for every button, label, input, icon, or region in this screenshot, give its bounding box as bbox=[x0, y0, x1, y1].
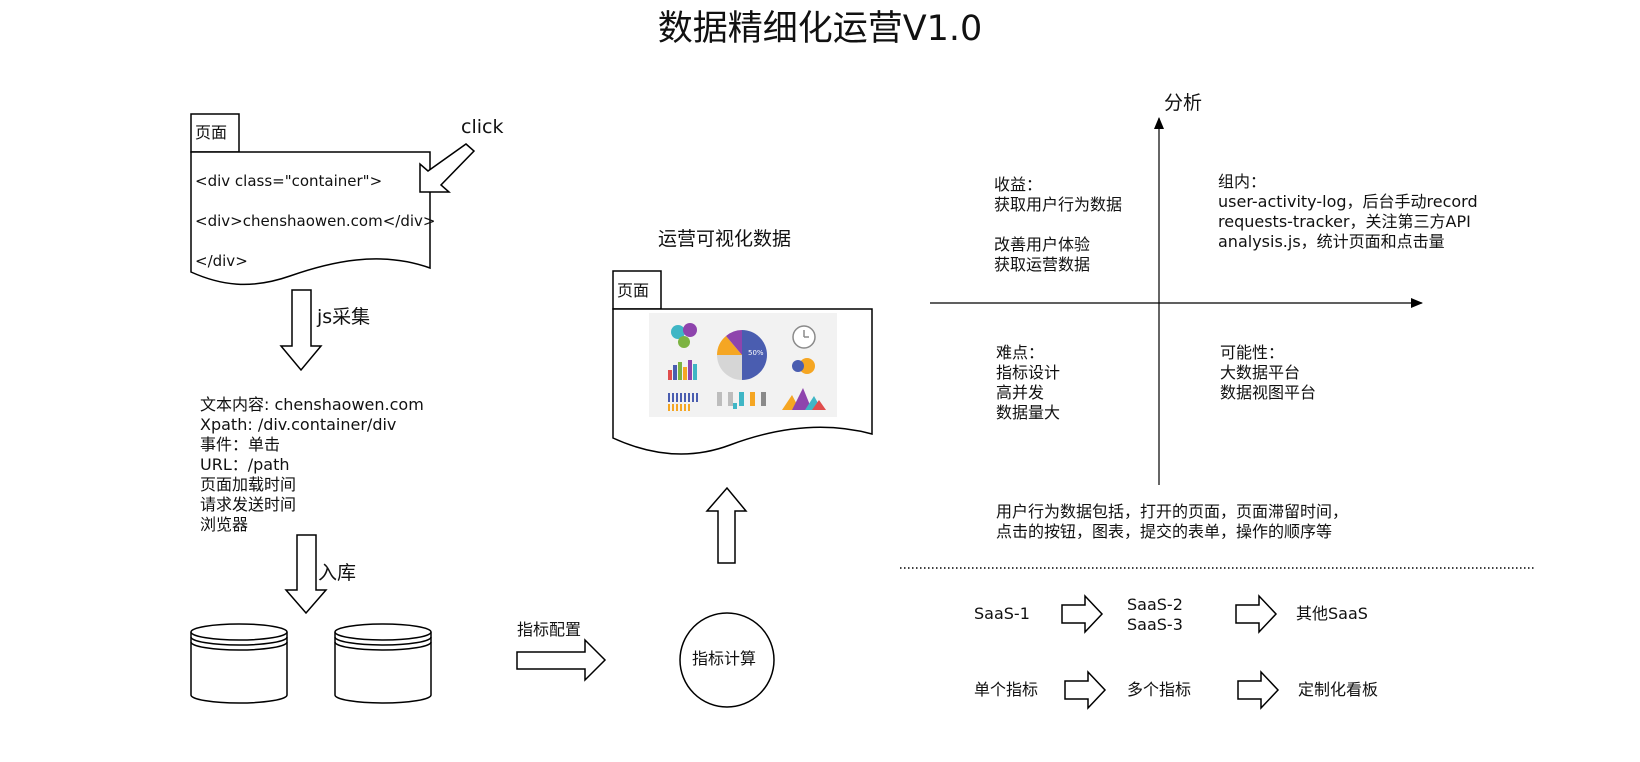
metric-calc-circle bbox=[679, 612, 775, 708]
quadrant-line: 大数据平台 bbox=[1220, 363, 1301, 382]
roadmap-line: SaaS-3 bbox=[1127, 615, 1183, 634]
roadmap-arrow-3 bbox=[1064, 670, 1107, 710]
quadrant-line: user-activity-log，后台手动record bbox=[1218, 192, 1478, 211]
roadmap-line: SaaS-2 bbox=[1127, 595, 1183, 614]
user-behavior-note: 用户行为数据包括，打开的页面，页面滞留时间， 点击的按钮，图表，提交的表单，操作… bbox=[996, 502, 1348, 542]
collected-data-list: 文本内容: chenshaowen.com Xpath: /div.contai… bbox=[200, 395, 424, 535]
quadrant-line: 数据量大 bbox=[996, 403, 1061, 422]
visual-title: 运营可视化数据 bbox=[658, 228, 792, 250]
quadrant-line: 指标设计 bbox=[996, 363, 1061, 382]
page-document-shape bbox=[190, 113, 431, 286]
store-label: 入库 bbox=[318, 562, 357, 584]
axis-label-analysis: 分析 bbox=[1164, 92, 1203, 114]
page-doc-tab: 页面 bbox=[195, 123, 228, 142]
quadrant-line: 高并发 bbox=[996, 383, 1045, 402]
page-doc-line-3: </div> bbox=[195, 252, 248, 270]
metric-config-label: 指标配置 bbox=[517, 620, 582, 639]
roadmap-arrow-4 bbox=[1237, 670, 1280, 710]
database-cylinder-2 bbox=[334, 623, 432, 704]
page-doc-line-2: <div>chenshaowen.com</div> bbox=[195, 212, 436, 230]
quadrant-top-right: 组内： user-activity-log，后台手动record request… bbox=[1218, 172, 1478, 252]
up-arrow bbox=[705, 486, 748, 564]
quadrant-heading: 可能性： bbox=[1220, 343, 1285, 362]
roadmap-saas-2-3: SaaS-2 SaaS-3 bbox=[1127, 595, 1183, 635]
visual-doc-tab: 页面 bbox=[617, 281, 650, 300]
quadrant-bottom-right: 可能性： 大数据平台 数据视图平台 bbox=[1220, 343, 1316, 403]
note-line: 用户行为数据包括，打开的页面，页面滞留时间， bbox=[996, 502, 1349, 521]
quadrant-line: requests-tracker，关注第三方API bbox=[1218, 212, 1471, 231]
pie-percent-label: 50% bbox=[748, 349, 764, 357]
quadrant-line: analysis.js，统计页面和点击量 bbox=[1218, 232, 1445, 251]
quadrant-line: 改善用户体验 bbox=[994, 235, 1091, 254]
quadrant-heading: 组内： bbox=[1218, 172, 1267, 191]
collected-item: 文本内容: chenshaowen.com bbox=[200, 395, 424, 414]
collected-item: Xpath: /div.container/div bbox=[200, 415, 397, 434]
metric-calc-label: 指标计算 bbox=[692, 649, 757, 668]
quadrant-heading: 收益： bbox=[994, 175, 1043, 194]
collected-item: 事件：单击 bbox=[200, 435, 281, 454]
js-collect-label: js采集 bbox=[317, 306, 371, 328]
quadrant-line: 获取用户行为数据 bbox=[994, 195, 1123, 214]
collected-item: 浏览器 bbox=[200, 515, 249, 534]
roadmap-saas-other: 其他SaaS bbox=[1296, 604, 1368, 623]
quadrant-top-left: 收益： 获取用户行为数据 改善用户体验 获取运营数据 bbox=[994, 175, 1122, 275]
database-cylinder-1 bbox=[190, 623, 288, 704]
roadmap-single-metric: 单个指标 bbox=[974, 680, 1039, 699]
quadrant-line: 数据视图平台 bbox=[1220, 383, 1317, 402]
infographic-thumbnail bbox=[649, 313, 837, 417]
click-label: click bbox=[461, 116, 504, 138]
roadmap-saas-1: SaaS-1 bbox=[974, 604, 1030, 623]
js-collect-arrow bbox=[279, 289, 323, 372]
quadrant-spacer bbox=[994, 215, 1122, 235]
roadmap-custom-dashboard: 定制化看板 bbox=[1298, 680, 1379, 699]
quadrant-bottom-left: 难点： 指标设计 高并发 数据量大 bbox=[996, 343, 1060, 423]
roadmap-multi-metric: 多个指标 bbox=[1127, 680, 1192, 699]
store-arrow bbox=[284, 534, 328, 615]
collected-item: 页面加载时间 bbox=[200, 475, 297, 494]
collected-item: 请求发送时间 bbox=[200, 495, 297, 514]
collected-item: URL：/path bbox=[200, 455, 290, 474]
page-title: 数据精细化运营V1.0 bbox=[657, 9, 983, 49]
note-line: 点击的按钮，图表，提交的表单，操作的顺序等 bbox=[996, 522, 1333, 541]
quadrant-line: 获取运营数据 bbox=[994, 255, 1091, 274]
roadmap-arrow-1 bbox=[1061, 594, 1104, 634]
quadrant-heading: 难点： bbox=[996, 343, 1045, 362]
metric-config-arrow bbox=[516, 638, 607, 682]
page-doc-line-1: <div class="container"> bbox=[195, 172, 383, 190]
click-arrow bbox=[419, 143, 476, 193]
roadmap-arrow-2 bbox=[1235, 594, 1278, 634]
